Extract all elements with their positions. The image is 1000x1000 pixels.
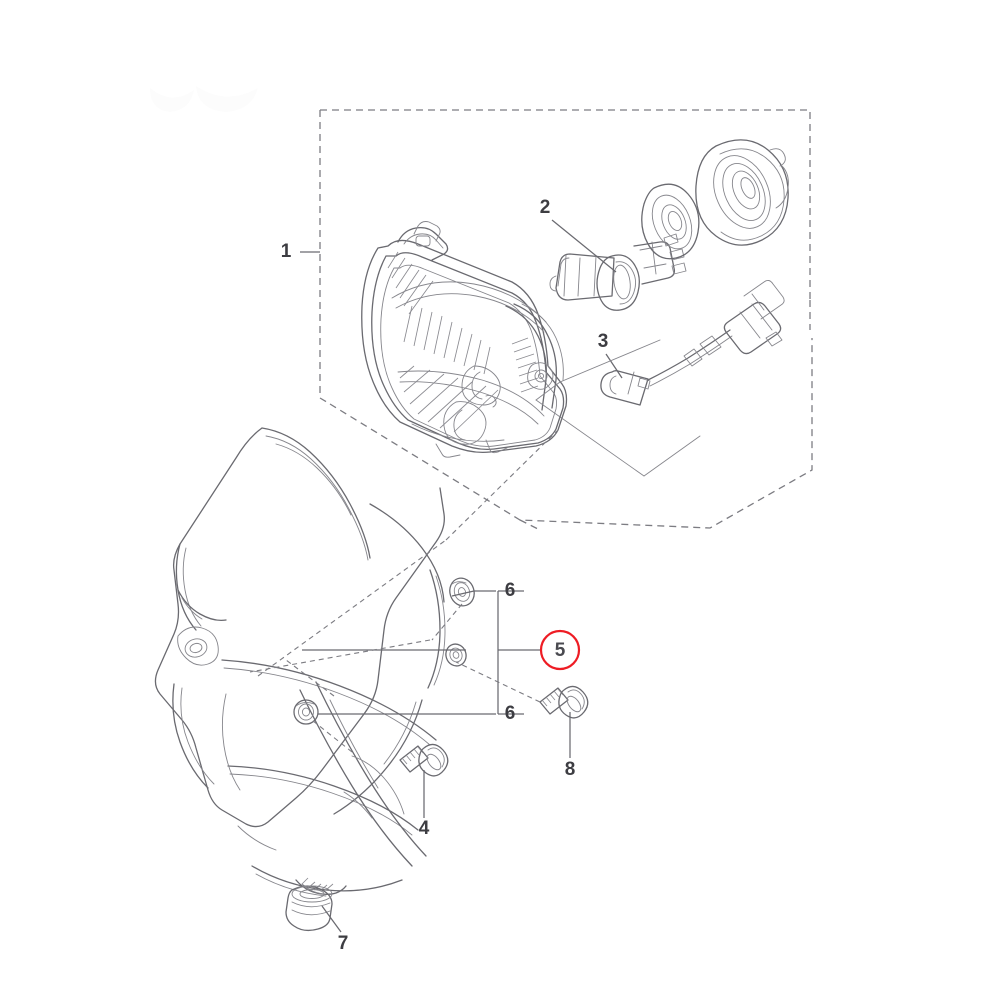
bolt4-threads (401, 746, 424, 765)
bracket-bolt (539, 685, 589, 719)
cowling-left-boss (184, 638, 208, 658)
rubber-bushing (285, 885, 333, 932)
bulb-retaining-ring (641, 183, 700, 260)
headlight-bulb (549, 233, 687, 311)
rubber-grommet-lower (445, 643, 467, 667)
watermark (150, 86, 258, 112)
cowling-screw-lower (399, 743, 449, 777)
callout-label-3[interactable]: 3 (598, 331, 609, 352)
alignment-construction-lines (257, 339, 701, 677)
wedge-bulb (600, 370, 651, 406)
highlight-ring-callout-5 (539, 629, 581, 671)
callout-label-8[interactable]: 8 (565, 759, 576, 780)
bezel-hatching (511, 337, 539, 393)
rubber-grommet-upper (449, 577, 475, 607)
headlight-lens-unit (361, 221, 568, 458)
headlight-wire-connector (647, 279, 785, 387)
rubber-grommet-cowling (293, 699, 319, 725)
callout-label-7[interactable]: 7 (338, 933, 349, 954)
lens-hatching-mid (403, 305, 491, 375)
lens-hatching-lower (399, 365, 499, 433)
callout-label-4[interactable]: 4 (419, 818, 430, 839)
leader-lines (249, 219, 623, 933)
front-cowling (154, 427, 446, 897)
callout-label-6-upper[interactable]: 6 (505, 580, 516, 601)
bolt8-threads (541, 688, 564, 707)
callout-label-6-lower[interactable]: 6 (505, 703, 516, 724)
callout-label-1[interactable]: 1 (281, 241, 292, 262)
group-box-headlight-unit (319, 109, 813, 531)
headlight-adjuster-boss (527, 362, 554, 390)
lens-hatching-upper (387, 251, 434, 315)
callout-label-5[interactable]: 5 (555, 640, 566, 661)
bulb-dust-cover (695, 139, 789, 246)
callout-label-2[interactable]: 2 (540, 197, 551, 218)
